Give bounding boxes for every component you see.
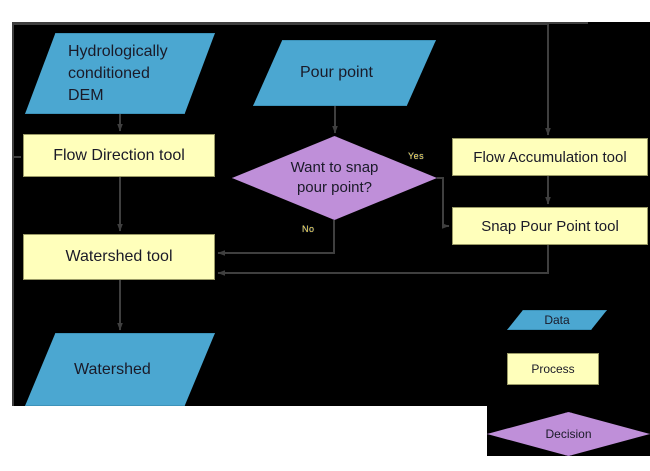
legend-label: Decision (545, 427, 592, 441)
edge-snap-to-watershed-tool (217, 245, 549, 276)
edge-label-yes: Yes (408, 151, 425, 161)
legend-item-data: Data (507, 310, 607, 330)
edge-dem-to-flow-accumulation (13, 23, 551, 136)
node-label: Snap Pour Point tool (481, 217, 619, 235)
node-label: Flow Accumulation tool (473, 148, 627, 166)
edge-left-rail (12, 24, 21, 158)
legend-label: Data (544, 313, 570, 327)
edge-decision-no-to-watershed-tool (217, 220, 335, 256)
node-pour-point[interactable]: Pour point (253, 40, 436, 106)
node-hydrologically-conditioned-dem[interactable]: Hydrologically conditioned DEM (25, 33, 215, 114)
edge-label-no: No (302, 224, 315, 234)
node-flow-accumulation-tool[interactable]: Flow Accumulation tool (452, 138, 648, 176)
node-label: Pour point (300, 64, 373, 81)
edge-decision-yes-to-snap (437, 177, 450, 229)
node-label: Hydrologically conditioned DEM (68, 42, 168, 104)
node-flow-direction-tool[interactable]: Flow Direction tool (23, 134, 215, 177)
legend-item-process: Process (507, 353, 599, 385)
node-watershed[interactable]: Watershed (25, 333, 215, 406)
node-watershed-tool[interactable]: Watershed tool (23, 234, 215, 280)
node-snap-pour-point-tool[interactable]: Snap Pour Point tool (452, 207, 648, 245)
legend-label: Process (531, 362, 575, 376)
node-label: Want to snap pour point? (290, 159, 379, 196)
node-label: Watershed tool (65, 248, 173, 265)
node-label: Watershed (74, 360, 151, 378)
node-label: Flow Direction tool (53, 146, 185, 164)
